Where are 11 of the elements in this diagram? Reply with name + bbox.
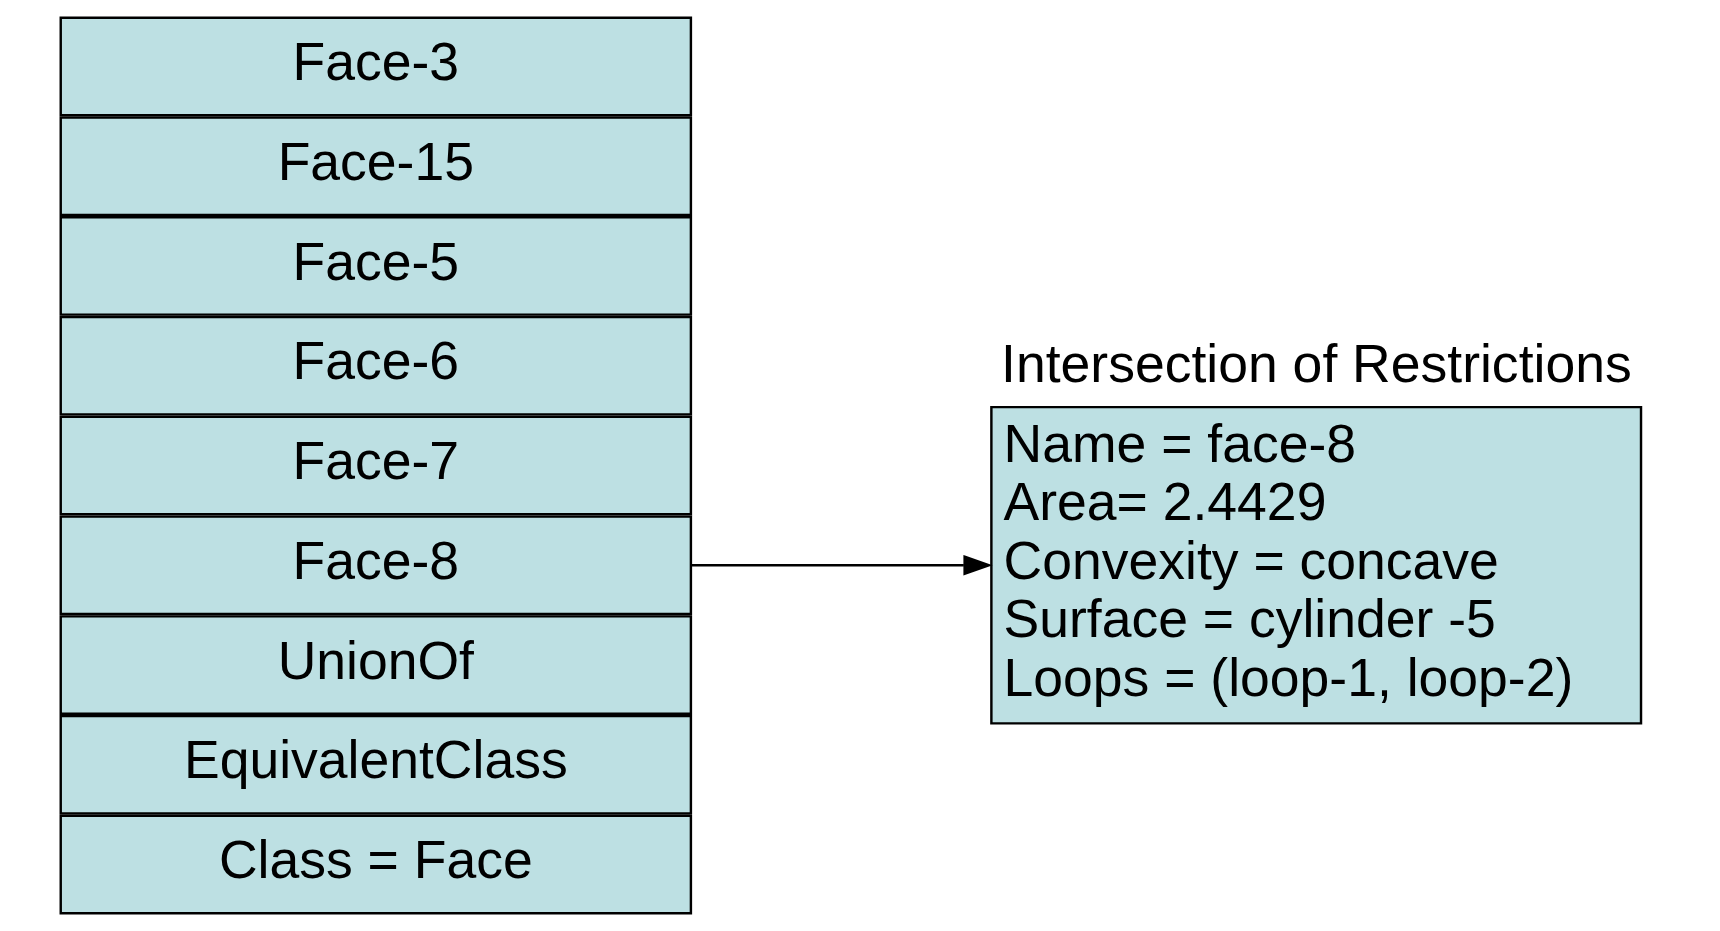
arrow <box>691 555 993 576</box>
node-label: Intersection of Restrictions <box>1001 333 1632 393</box>
node-box: Face-5 <box>59 216 693 316</box>
node-box: Class = Face <box>59 814 693 915</box>
node-box: Face-3 <box>59 16 693 117</box>
node-box: Face-8 <box>59 515 693 616</box>
node-box: UnionOf <box>59 615 693 715</box>
node-box: Face-15 <box>59 116 693 217</box>
node-box: EquivalentClass <box>59 714 693 815</box>
node-box: Face-7 <box>59 415 693 516</box>
node-box: Face-6 <box>59 315 693 416</box>
